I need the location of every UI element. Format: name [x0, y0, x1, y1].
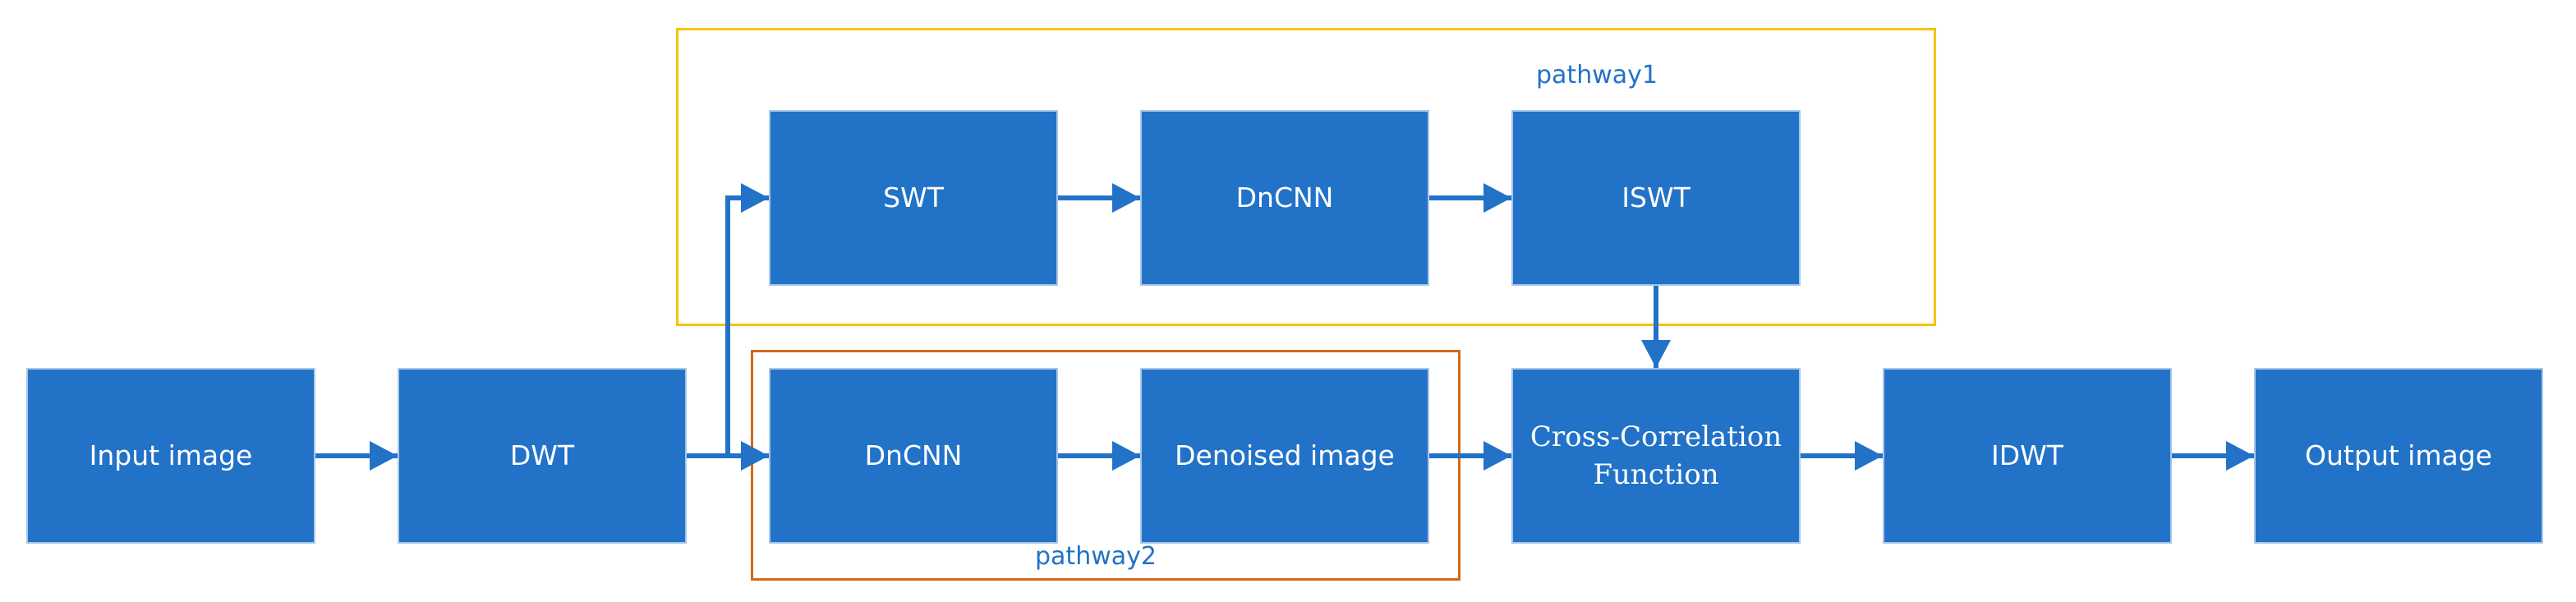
cross-correlation-label-line2: Function — [1593, 458, 1719, 491]
input-image-label: Input image — [89, 439, 253, 472]
swt-label: SWT — [883, 182, 944, 214]
dncnn-top-block: DnCNN — [1140, 110, 1429, 286]
denoised-image-label: Denoised image — [1175, 439, 1395, 472]
arrowhead-dncnn-top-to-iswt — [1484, 183, 1511, 213]
arrowhead-input-to-dwt — [370, 441, 398, 471]
dncnn-bottom-block: DnCNN — [769, 368, 1058, 544]
swt-block: SWT — [769, 110, 1058, 286]
iswt-label: ISWT — [1622, 182, 1690, 214]
pathway2-frame — [751, 350, 1460, 581]
idwt-label: IDWT — [1991, 439, 2063, 472]
output-image-label: Output image — [2305, 439, 2492, 472]
arrowhead-dwt-to-swt — [741, 183, 769, 213]
cross-correlation-label-line1: Cross-Correlation — [1530, 420, 1782, 453]
idwt-block: IDWT — [1883, 368, 2172, 544]
dwt-label: DWT — [509, 439, 575, 472]
arrowhead-idwt-to-output — [2226, 441, 2254, 471]
pathway1-frame — [676, 28, 1936, 326]
dncnn-top-label: DnCNN — [1235, 182, 1334, 214]
input-image-block: Input image — [26, 368, 315, 544]
dncnn-bottom-label: DnCNN — [864, 439, 963, 472]
iswt-block: ISWT — [1511, 110, 1801, 286]
pathway2-label: pathway2 — [1035, 542, 1157, 571]
arrowhead-denoised-to-cross-correlation — [1484, 441, 1511, 471]
dwt-block: DWT — [398, 368, 687, 544]
arrowhead-cross-correlation-to-idwt — [1855, 441, 1883, 471]
cross-correlation-block: Cross-Correlation Function — [1511, 368, 1801, 544]
denoised-image-block: Denoised image — [1140, 368, 1429, 544]
arrowhead-dwt-to-dncnn-bottom — [741, 441, 769, 471]
pathway1-label: pathway1 — [1536, 61, 1658, 90]
arrow-dwt-to-swt — [725, 195, 769, 456]
arrowhead-iswt-to-cross-correlation — [1641, 340, 1671, 368]
arrowhead-swt-to-dncnn-top — [1112, 183, 1140, 213]
arrowhead-dncnn-bottom-to-denoised — [1112, 441, 1140, 471]
output-image-block: Output image — [2254, 368, 2543, 544]
